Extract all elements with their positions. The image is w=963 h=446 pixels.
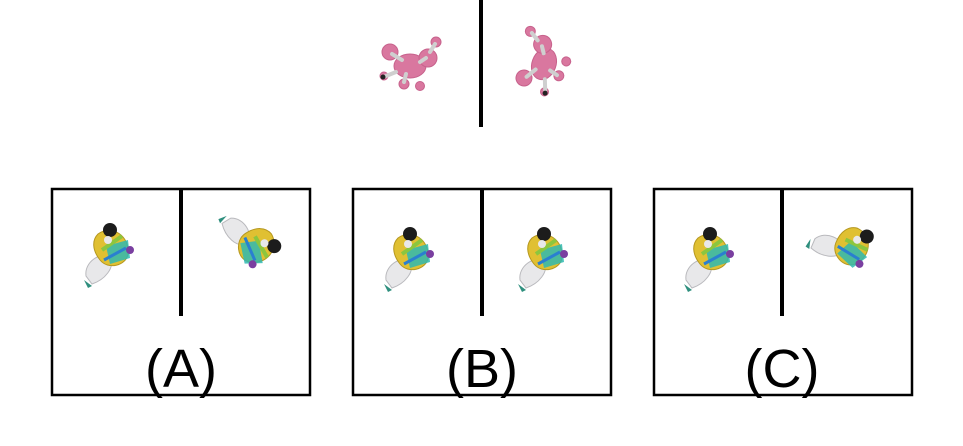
option-c[interactable]: (C) (652, 187, 914, 399)
option-c-right-object (801, 208, 887, 289)
option-a-label: (A) (145, 339, 217, 399)
option-a-right-object (212, 213, 286, 273)
option-c-label: (C) (745, 339, 820, 399)
option-b-label: (B) (446, 339, 518, 399)
option-c-left-object (682, 225, 736, 294)
reference-pair (378, 0, 580, 127)
option-b-left-object (382, 225, 436, 294)
option-a-left-object (82, 221, 136, 290)
reference-left-object (378, 35, 443, 93)
option-b-right-object (516, 225, 570, 294)
option-b[interactable]: (B) (351, 187, 613, 399)
reference-right-object (504, 22, 580, 103)
option-a[interactable]: (A) (50, 187, 312, 399)
